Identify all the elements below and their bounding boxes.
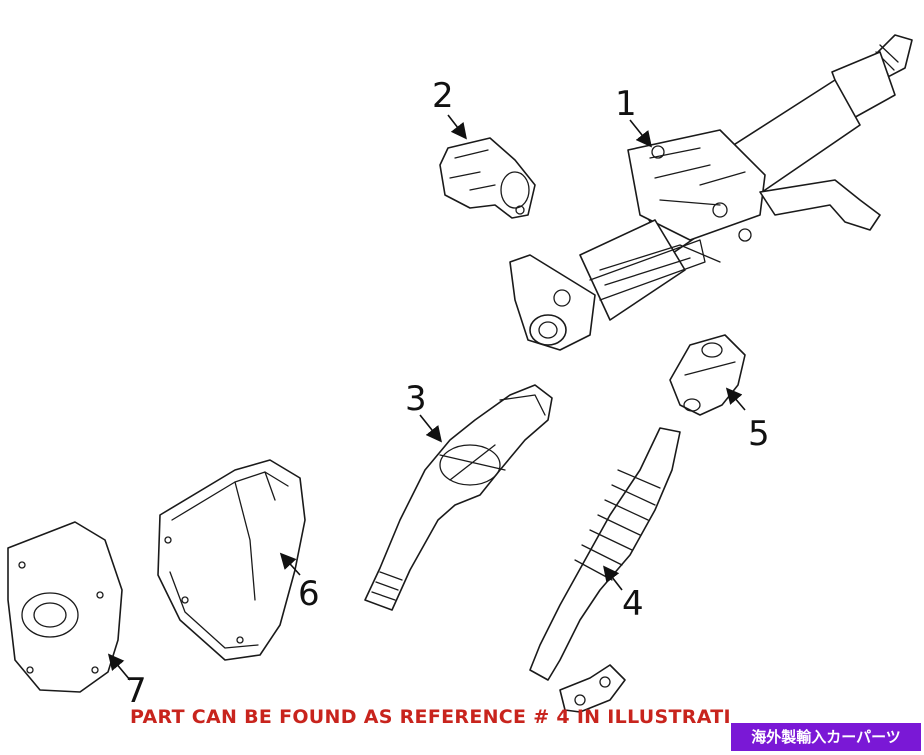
callout-1: 1 bbox=[615, 84, 637, 124]
intermediate-shaft-part bbox=[364, 384, 553, 611]
switch-bracket-part bbox=[439, 137, 536, 219]
clamp-part bbox=[669, 334, 746, 416]
leader-line-6 bbox=[279, 552, 301, 576]
callout-3: 3 bbox=[405, 379, 427, 419]
callout-2: 2 bbox=[432, 76, 454, 116]
boot-cover-part bbox=[157, 459, 306, 661]
leader-line-5 bbox=[725, 387, 746, 411]
leader-line-2 bbox=[447, 114, 467, 140]
steering-column-part bbox=[509, 34, 913, 351]
lower-shaft-part bbox=[529, 427, 681, 713]
leader-line-3 bbox=[419, 414, 442, 443]
leader-line-4 bbox=[603, 565, 623, 591]
callout-4: 4 bbox=[622, 584, 644, 624]
reference-caption: PART CAN BE FOUND AS REFERENCE # 4 IN IL… bbox=[130, 706, 731, 728]
seal-plate-part bbox=[7, 521, 123, 693]
shop-watermark-badge: 海外製輸入カーパーツ bbox=[731, 723, 921, 751]
leader-line-1 bbox=[629, 119, 652, 148]
leader-line-7 bbox=[107, 653, 131, 681]
callout-7: 7 bbox=[125, 671, 147, 711]
callout-5: 5 bbox=[748, 414, 770, 454]
callout-6: 6 bbox=[298, 574, 320, 614]
